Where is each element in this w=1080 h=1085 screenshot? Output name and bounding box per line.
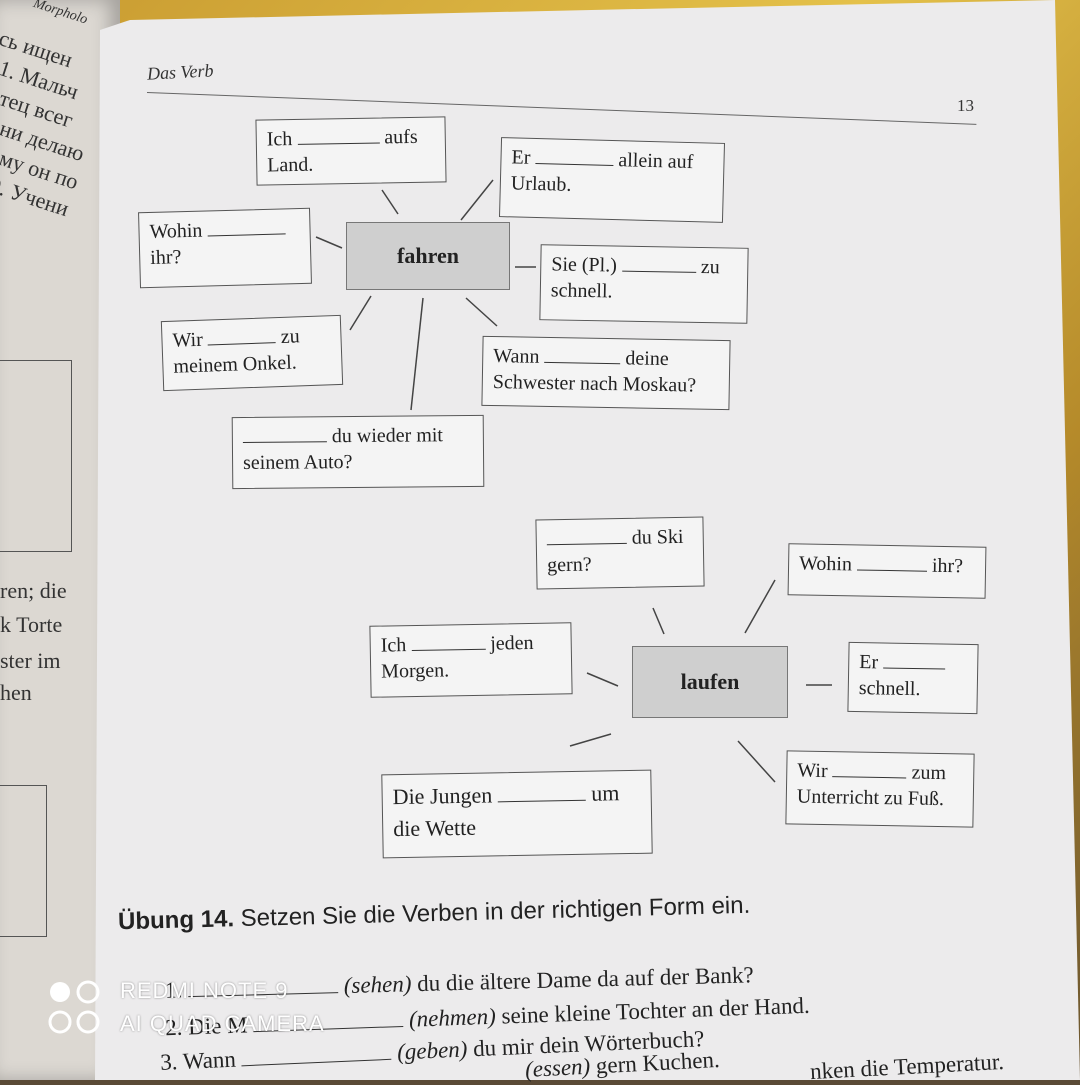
sentence-text: gern? [547, 553, 592, 577]
sentence-box: Wann deine Schwester nach Moskau? [481, 335, 731, 411]
sentence-text: Ich [266, 128, 293, 151]
sentence-text: Wohin [149, 219, 203, 243]
answer-blank[interactable] [207, 324, 276, 346]
sentence-text: ihr? [149, 246, 182, 269]
sentence-text: Er [511, 146, 531, 169]
sentence-text: ihr? [931, 554, 964, 578]
sentence-box: Die Jungen um die Wette [381, 769, 653, 859]
sentence-text: deine [625, 347, 669, 371]
sentence-text: die Wette [393, 814, 477, 842]
left-page-box [0, 785, 47, 937]
watermark-model: REDMI NOTE 9 [120, 978, 289, 1003]
sentence-text: du wieder mit [331, 424, 444, 448]
answer-blank[interactable] [621, 252, 697, 273]
sentence-text: Schwester nach Moskau? [492, 371, 697, 397]
sentence-text: Wir [797, 759, 828, 783]
item-text: Wann [182, 1046, 237, 1074]
answer-blank[interactable] [242, 423, 327, 444]
sentence-text: um [591, 780, 620, 806]
answer-blank[interactable] [544, 343, 621, 365]
sentence-text: seinem Auto? [242, 451, 353, 475]
answer-blank[interactable] [546, 524, 627, 546]
sentence-box: Er allein auf Urlaub. [498, 137, 726, 223]
sentence-text: Wohin [798, 552, 853, 576]
sentence-text: Morgen. [380, 659, 450, 683]
sentence-box: Wir zu meinem Onkel. [160, 314, 344, 392]
item-verb: (sehen) [343, 971, 412, 999]
item-verb: (nehmen) [408, 1003, 497, 1032]
sentence-text: Unterricht zu Fuß. [796, 785, 945, 811]
sentence-text: jeden [490, 631, 534, 655]
camera-logo-icon [48, 980, 100, 1034]
sentence-text: zu [700, 255, 720, 279]
sentence-box: Wohin ihr? [787, 543, 987, 599]
sentence-text: aufs [384, 125, 418, 149]
answer-blank[interactable] [856, 551, 928, 572]
sentence-text: Urlaub. [510, 172, 572, 196]
answer-blank[interactable] [297, 124, 380, 145]
sentence-text: du Ski [631, 525, 684, 549]
exercise-number: Übung 14. [117, 905, 235, 936]
sentence-box: Wir zum Unterricht zu Fuß. [785, 750, 975, 828]
answer-blank[interactable] [207, 215, 286, 237]
left-page-box [0, 360, 72, 552]
sentence-box: du wieder mit seinem Auto? [231, 414, 485, 490]
answer-blank[interactable] [832, 758, 907, 779]
page-number: 13 [957, 96, 974, 115]
sentence-text: Land. [267, 153, 314, 177]
sentence-text: Die Jungen [392, 782, 493, 810]
verb-box-laufen: laufen [632, 646, 788, 718]
sentence-box: du Ski gern? [535, 516, 705, 590]
sentence-text: Sie (Pl.) [551, 253, 618, 277]
sentence-text: Wir [172, 328, 204, 352]
verb-box-fahren: fahren [346, 222, 510, 290]
sentence-text: Wann [493, 345, 540, 368]
sentence-text: Er [859, 651, 879, 674]
left-page-fragment: hen [0, 680, 32, 705]
item-verb: (essen) [524, 1053, 591, 1083]
left-page-fragment: ren; die [0, 578, 67, 603]
answer-blank[interactable] [411, 630, 486, 652]
watermark-camera: AI QUAD CAMERA [120, 1011, 325, 1036]
left-page-fragment: k Torte [0, 612, 63, 637]
sentence-text: schnell. [858, 677, 921, 701]
left-page-fragment: ster im [0, 648, 61, 673]
sentence-box: Ich aufs Land. [255, 116, 447, 186]
answer-blank[interactable] [535, 144, 614, 167]
item-number: 3. [159, 1049, 179, 1075]
answer-blank[interactable] [241, 1040, 392, 1067]
item-verb: (geben) [396, 1036, 468, 1065]
sentence-text: Ich [380, 634, 407, 657]
sentence-box: Er schnell. [847, 641, 979, 715]
sentence-box: Ich jeden Morgen. [369, 622, 573, 698]
sentence-text: zum [911, 761, 947, 785]
sentence-text: zu [280, 325, 301, 348]
sentence-box: Wohin ihr? [138, 207, 312, 289]
sentence-box: Sie (Pl.) zu schnell. [539, 244, 749, 324]
answer-blank[interactable] [883, 649, 946, 670]
sentence-text: allein auf [618, 149, 694, 174]
sentence-text: schnell. [550, 279, 613, 303]
item-text: gern Kuchen. [595, 1046, 721, 1079]
answer-blank[interactable] [497, 781, 586, 803]
sentence-text: meinem Onkel. [173, 351, 298, 378]
